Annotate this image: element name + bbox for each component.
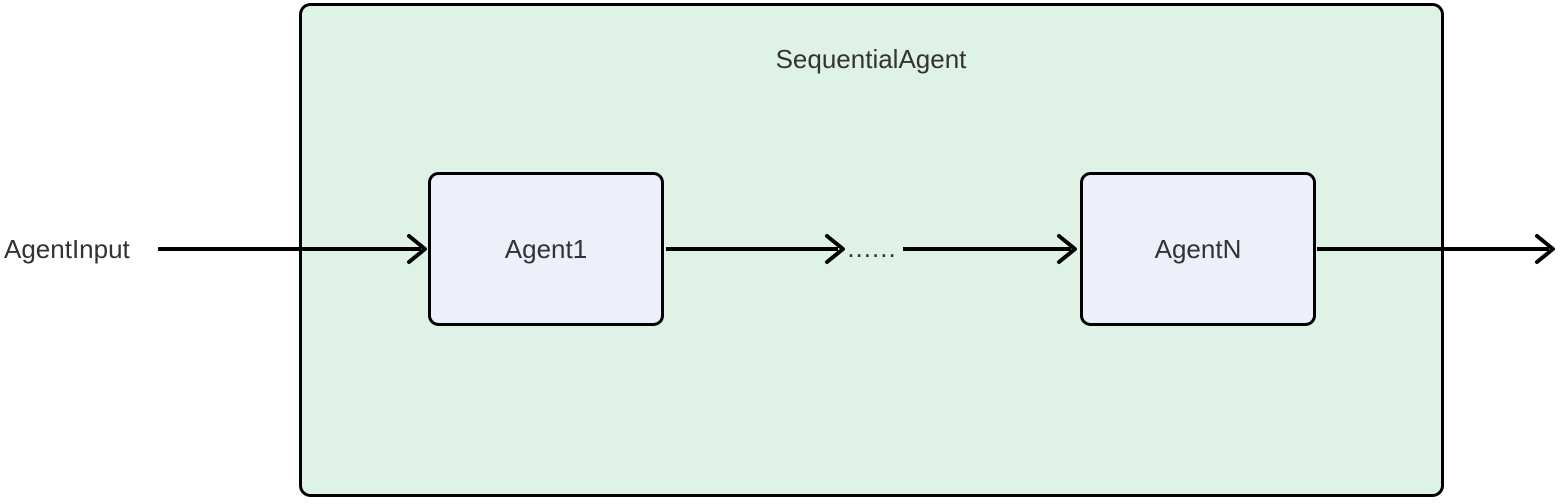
agent-input-label: AgentInput [4,234,131,264]
node-rect [428,172,664,326]
subgraph-title: SequentialAgent [776,44,968,74]
arrowhead-icon [1535,234,1555,264]
node-rect [1080,172,1316,326]
node-agent1: Agent1 [428,172,664,326]
node-ellipsis-label: ...... [847,233,896,263]
node-agentn-label: AgentN [1155,234,1242,264]
arrowhead-icon [825,234,845,264]
edge-agentn-to-output [1317,234,1555,264]
edge-agent1-to-ellipsis [666,234,845,264]
edge-input-to-agent1 [158,234,427,264]
arrowhead-icon [1057,234,1077,264]
node-agentn: AgentN [1080,172,1316,326]
edge-ellipsis-to-agentn [903,234,1077,264]
arrowhead-icon [407,234,427,264]
node-agent1-label: Agent1 [505,234,587,264]
